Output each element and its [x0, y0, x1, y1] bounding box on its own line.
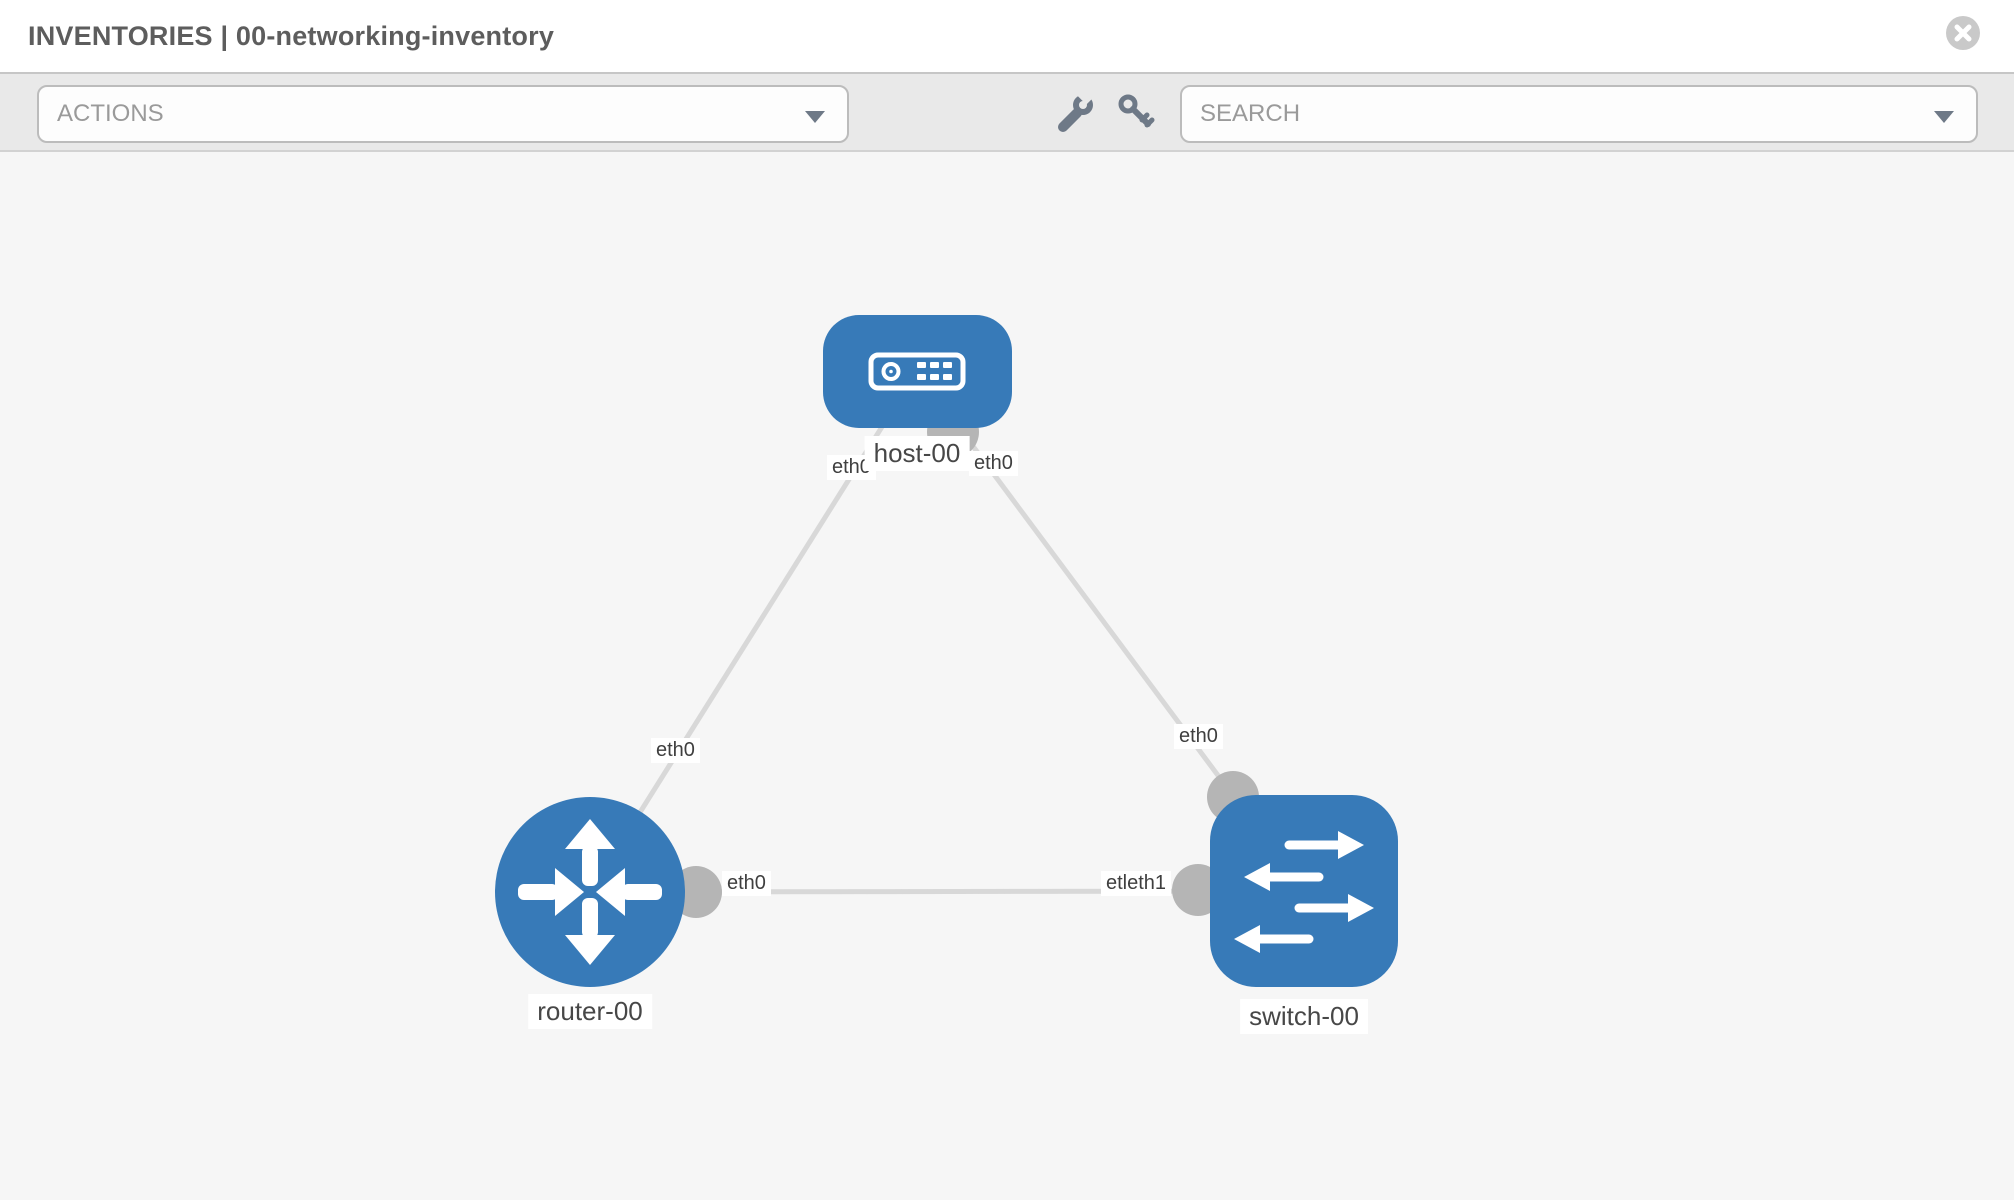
router-icon: [518, 819, 662, 965]
toolbar: ACTIONS SEARCH: [0, 72, 2014, 152]
wrench-icon: [1058, 84, 1098, 132]
window-header: INVENTORIES | 00-networking-inventory: [0, 0, 2014, 72]
tools-button[interactable]: [1054, 84, 1098, 136]
interface-label: eth0: [969, 451, 1018, 476]
credentials-button[interactable]: [1114, 92, 1158, 136]
search-dropdown-label: SEARCH: [1200, 100, 1301, 127]
page-title: INVENTORIES | 00-networking-inventory: [28, 21, 555, 51]
chevron-down-icon: [805, 111, 825, 123]
actions-dropdown-label: ACTIONS: [57, 100, 164, 127]
server-icon: [868, 352, 966, 391]
topology-canvas[interactable]: eth0 eth0 eth0 eth0 eth0 etleth1 host-00…: [0, 152, 2014, 1200]
key-icon: [1118, 94, 1155, 128]
node-label-router: router-00: [528, 994, 652, 1029]
interface-label: eth0: [722, 871, 771, 896]
close-icon: [1954, 24, 1972, 42]
actions-dropdown[interactable]: ACTIONS: [37, 85, 849, 143]
interface-label: eth0: [651, 738, 700, 763]
node-switch[interactable]: [1210, 795, 1398, 987]
chevron-down-icon: [1934, 111, 1954, 123]
close-button[interactable]: [1946, 16, 1980, 50]
node-router[interactable]: [495, 797, 685, 987]
interface-label: eth0: [1174, 724, 1223, 749]
node-label-switch: switch-00: [1240, 999, 1368, 1034]
node-label-host: host-00: [864, 436, 970, 471]
switch-icon: [1234, 831, 1374, 953]
node-host[interactable]: [823, 315, 1012, 428]
interface-label: etleth1: [1101, 871, 1172, 896]
search-dropdown[interactable]: SEARCH: [1180, 85, 1978, 143]
